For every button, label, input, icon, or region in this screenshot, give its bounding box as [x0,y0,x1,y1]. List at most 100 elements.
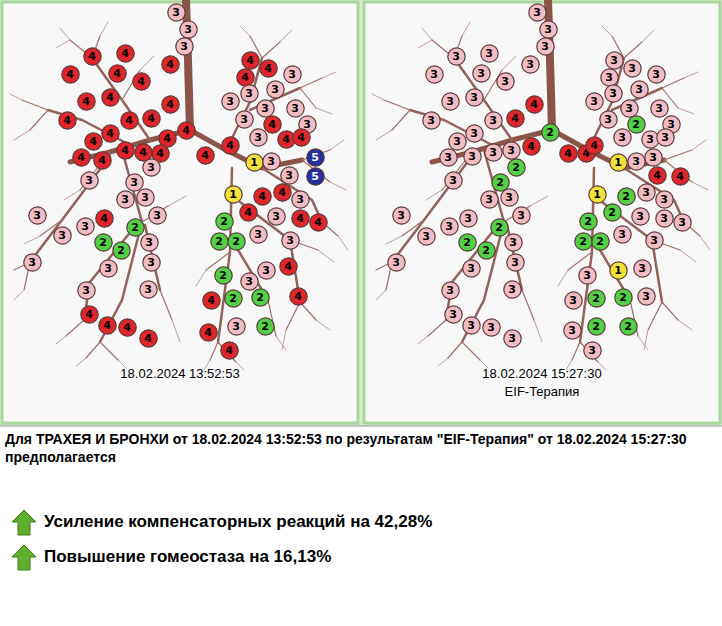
marker-number: 3 [507,145,515,156]
marker-number: 4 [527,141,535,152]
marker-number: 3 [660,194,668,205]
marker-number: 3 [267,156,275,167]
bronchus-marker: 3 [633,259,652,278]
marker-number: 1 [614,265,622,276]
marker-number: 3 [485,194,493,205]
bronchus-marker: 4 [72,148,91,167]
marker-number: 4 [284,261,292,272]
marker-number: 3 [453,136,461,147]
marker-number: 2 [99,237,107,248]
bronchus-marker: 3 [439,148,458,167]
bronchus-marker: 2 [574,232,593,251]
bronchus-marker: 4 [142,109,161,128]
marker-number: 2 [546,127,554,138]
marker-number: 3 [508,333,516,344]
marker-number: 3 [508,284,516,295]
marker-number: 3 [147,257,155,268]
marker-number: 4 [564,148,572,159]
bronchus-marker: 2 [541,123,560,142]
marker-number: 4 [282,134,290,145]
bronchus-marker: 3 [387,253,406,272]
bronchus-marker: 3 [99,259,118,278]
bronchus-marker: 2 [490,218,509,237]
marker-number: 3 [604,114,612,125]
marker-number: 4 [296,213,304,224]
marker-number: 3 [467,263,475,274]
bronchus-marker: 4 [61,65,80,84]
marker-number: 4 [511,113,519,124]
bronchus-marker: 5 [306,167,325,186]
bronchus-marker: 3 [620,99,639,118]
bronchus-marker: 4 [93,151,112,170]
bronchus-marker: 1 [588,185,607,204]
marker-number: 3 [489,147,497,158]
bronchus-marker: 4 [77,92,96,111]
marker-number: 4 [66,69,74,80]
separator [0,426,722,427]
marker-number: 4 [125,115,133,126]
marker-number: 3 [427,115,435,126]
marker-number: 3 [642,291,650,302]
marker-number: 3 [226,96,234,107]
bronchus-marker: 3 [53,226,72,245]
timestamp: 18.02.2024 15:27:30 [364,366,720,382]
marker-number: 2 [131,222,139,233]
bronchus-marker: 3 [503,280,522,299]
bronchus-marker: 3 [504,233,523,252]
marker-number: 3 [618,132,626,143]
bronchus-marker: 3 [500,188,519,207]
bronchus-marker: 4 [132,72,151,91]
bronchus-marker: 3 [650,99,669,118]
marker-number: 3 [650,235,658,246]
bronchus-marker: 4 [273,183,292,202]
bronchus-marker: 3 [266,80,285,99]
marker-number: 1 [593,189,601,200]
marker-number: 3 [485,48,493,59]
marker-number: 3 [583,270,591,281]
marker-number: 4 [103,320,111,331]
bronchus-marker: 3 [136,188,155,207]
bronchus-marker: 4 [199,323,218,342]
bronchus-marker: 2 [477,241,496,260]
bronchus-marker: 4 [522,137,541,156]
marker-number: 4 [241,72,249,83]
bronchus-marker: 3 [462,259,481,278]
bronchus-marker: 4 [58,111,77,130]
marker-number: 4 [82,96,90,107]
bronchus-marker: 4 [116,141,135,160]
marker-number: 3 [240,114,248,125]
marker-number: 3 [296,194,304,205]
marker-number: 4 [297,132,305,143]
bronchus-marker: 3 [637,287,656,306]
marker-number: 3 [445,221,453,232]
bronchus-marker: 3 [280,166,299,185]
marker-number: 4 [144,333,152,344]
marker-number: 3 [632,156,640,167]
marker-number: 3 [588,345,596,356]
marker-number: 2 [496,177,504,188]
marker-number: 3 [85,175,93,186]
bronchus-marker: 4 [177,121,196,140]
bronchus-marker: 3 [480,190,499,209]
marker-number: 4 [166,99,174,110]
bronchus-marker: 4 [108,64,127,83]
marker-number: 2 [584,216,592,227]
marker-number: 2 [220,216,228,227]
bronchus-marker: 4 [289,287,308,306]
marker-number: 3 [628,63,636,74]
bronchial-tree [10,0,348,370]
bronchus-marker: 4 [585,136,604,155]
bronchus-marker: 3 [599,110,618,129]
bronchus-marker: 3 [480,44,499,63]
marker-number: 3 [444,152,452,163]
bronchus-marker: 3 [583,341,602,360]
up-arrow [12,545,36,570]
bronchus-marker: 3 [484,111,503,130]
marker-number: 3 [590,96,598,107]
marker-number: 3 [625,103,633,114]
bronchus-marker: 4 [101,88,120,107]
bronchus-marker: 2 [627,115,646,134]
bronchus-marker: 4 [118,318,137,337]
bronchus-marker: 4 [525,95,544,114]
bronchus-marker: 3 [142,253,161,272]
